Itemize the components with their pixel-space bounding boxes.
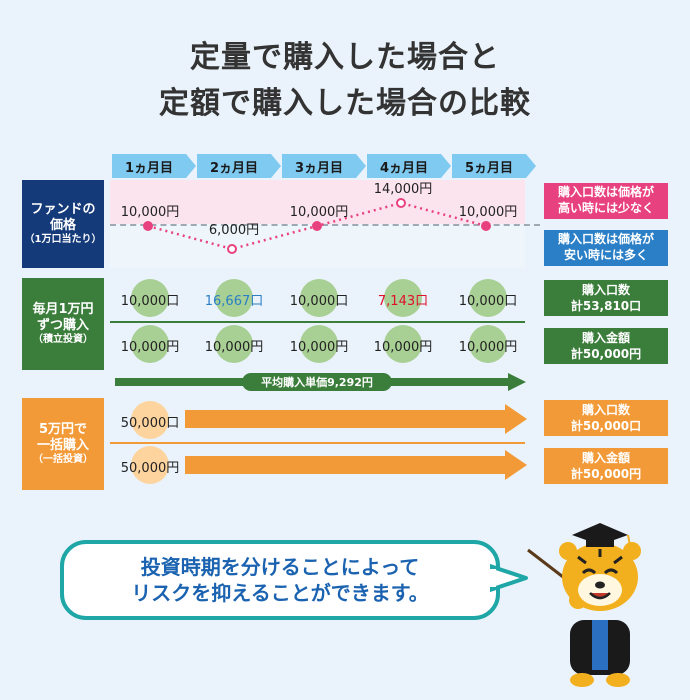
price-label-1: 10,000円 (120, 205, 180, 220)
note-low-price: 購入口数は価格が 安い時には多く (544, 230, 668, 266)
amount-value-3: 10,000円 (289, 340, 349, 355)
message-line-2: リスクを抑えることができます。 (131, 581, 429, 605)
amount-circle-3 (300, 325, 338, 363)
unit-circle-5 (469, 279, 507, 317)
lump-amount-circle (131, 446, 169, 484)
unit-value-3: 10,000口 (289, 294, 349, 309)
lump-result-amount: 購入金額 計50,000円 (544, 448, 668, 484)
unit-circle-4 (384, 279, 422, 317)
note-high-price: 購入口数は価格が 高い時には少なく (544, 183, 668, 219)
lump-divider (110, 442, 525, 444)
amount-value-5: 10,000円 (458, 340, 518, 355)
fund-price-label: ファンドの 価格 （1万口当たり） (22, 180, 104, 268)
monthly-result-amount: 購入金額 計50,000円 (544, 328, 668, 364)
month-5: 5ヵ月目 (452, 154, 526, 178)
unit-value-1: 10,000口 (120, 294, 180, 309)
amount-circle-2 (215, 325, 253, 363)
lump-units-arrow-head (505, 404, 527, 434)
month-arrow-4 (441, 154, 451, 178)
unit-value-2: 16,667口 (204, 294, 264, 309)
price-area-low (110, 224, 525, 268)
month-arrow-5 (526, 154, 536, 178)
avg-price-label: 平均購入単価9,292円 (242, 373, 392, 391)
amount-circle-5 (469, 325, 507, 363)
monthly-result-units: 購入口数 計53,810口 (544, 280, 668, 316)
unit-circle-3 (300, 279, 338, 317)
price-point-4 (396, 198, 406, 208)
tiger-mascot-icon (527, 523, 641, 687)
price-label-5: 10,000円 (458, 205, 518, 220)
month-1: 1ヵ月目 (112, 154, 186, 178)
amount-circle-1 (131, 325, 169, 363)
lump-units-arrow-shaft (185, 410, 507, 428)
baseline-dashed (110, 224, 540, 226)
unit-value-5: 10,000口 (458, 294, 518, 309)
unit-circle-1 (131, 279, 169, 317)
amount-value-2: 10,000円 (204, 340, 264, 355)
title-line-1: 定量で購入した場合と (190, 40, 500, 75)
lump-amount-arrow-shaft (185, 456, 507, 474)
month-4: 4ヵ月目 (367, 154, 441, 178)
monthly-divider (110, 321, 525, 323)
lump-units-circle (131, 401, 169, 439)
lump-amount-arrow-head (505, 450, 527, 480)
lump-title: 5万円で 一括購入 (36, 421, 89, 453)
price-point-2 (227, 244, 237, 254)
price-point-3 (312, 221, 322, 231)
title-line-2: 定額で購入した場合の比較 (159, 86, 531, 121)
fund-price-sub: （1万口当たり） (24, 234, 102, 245)
amount-circle-4 (384, 325, 422, 363)
price-point-1 (143, 221, 153, 231)
price-label-3: 10,000円 (289, 205, 349, 220)
unit-value-4: 7,143口 (377, 294, 429, 309)
month-arrow-2 (271, 154, 281, 178)
month-arrow-1 (186, 154, 196, 178)
month-arrow-3 (356, 154, 366, 178)
message-bubble: 投資時期を分けることによって リスクを抑えることができます。 (60, 540, 500, 620)
lump-label: 5万円で 一括購入 （一括投資） (22, 398, 104, 490)
monthly-label: 毎月1万円 ずつ購入 （積立投資） (22, 278, 104, 370)
message-line-1: 投資時期を分けることによって (140, 555, 420, 579)
amount-value-1: 10,000円 (120, 340, 180, 355)
lump-sub: （一括投資） (33, 454, 93, 465)
avg-arrow-head (508, 373, 526, 391)
unit-circle-2 (215, 279, 253, 317)
lump-amount-value: 50,000円 (120, 461, 180, 476)
month-2: 2ヵ月目 (197, 154, 271, 178)
monthly-title: 毎月1万円 ずつ購入 (32, 301, 94, 333)
amount-value-4: 10,000円 (373, 340, 433, 355)
month-3: 3ヵ月目 (282, 154, 356, 178)
price-point-5 (481, 221, 491, 231)
lump-result-units: 購入口数 計50,000口 (544, 400, 668, 436)
bubble-tail (490, 564, 528, 592)
lump-units-value: 50,000口 (120, 416, 180, 431)
price-label-4: 14,000円 (373, 182, 433, 197)
monthly-sub: （積立投資） (33, 334, 93, 345)
fund-price-title: ファンドの 価格 (30, 201, 96, 233)
price-label-2: 6,000円 (208, 223, 260, 238)
